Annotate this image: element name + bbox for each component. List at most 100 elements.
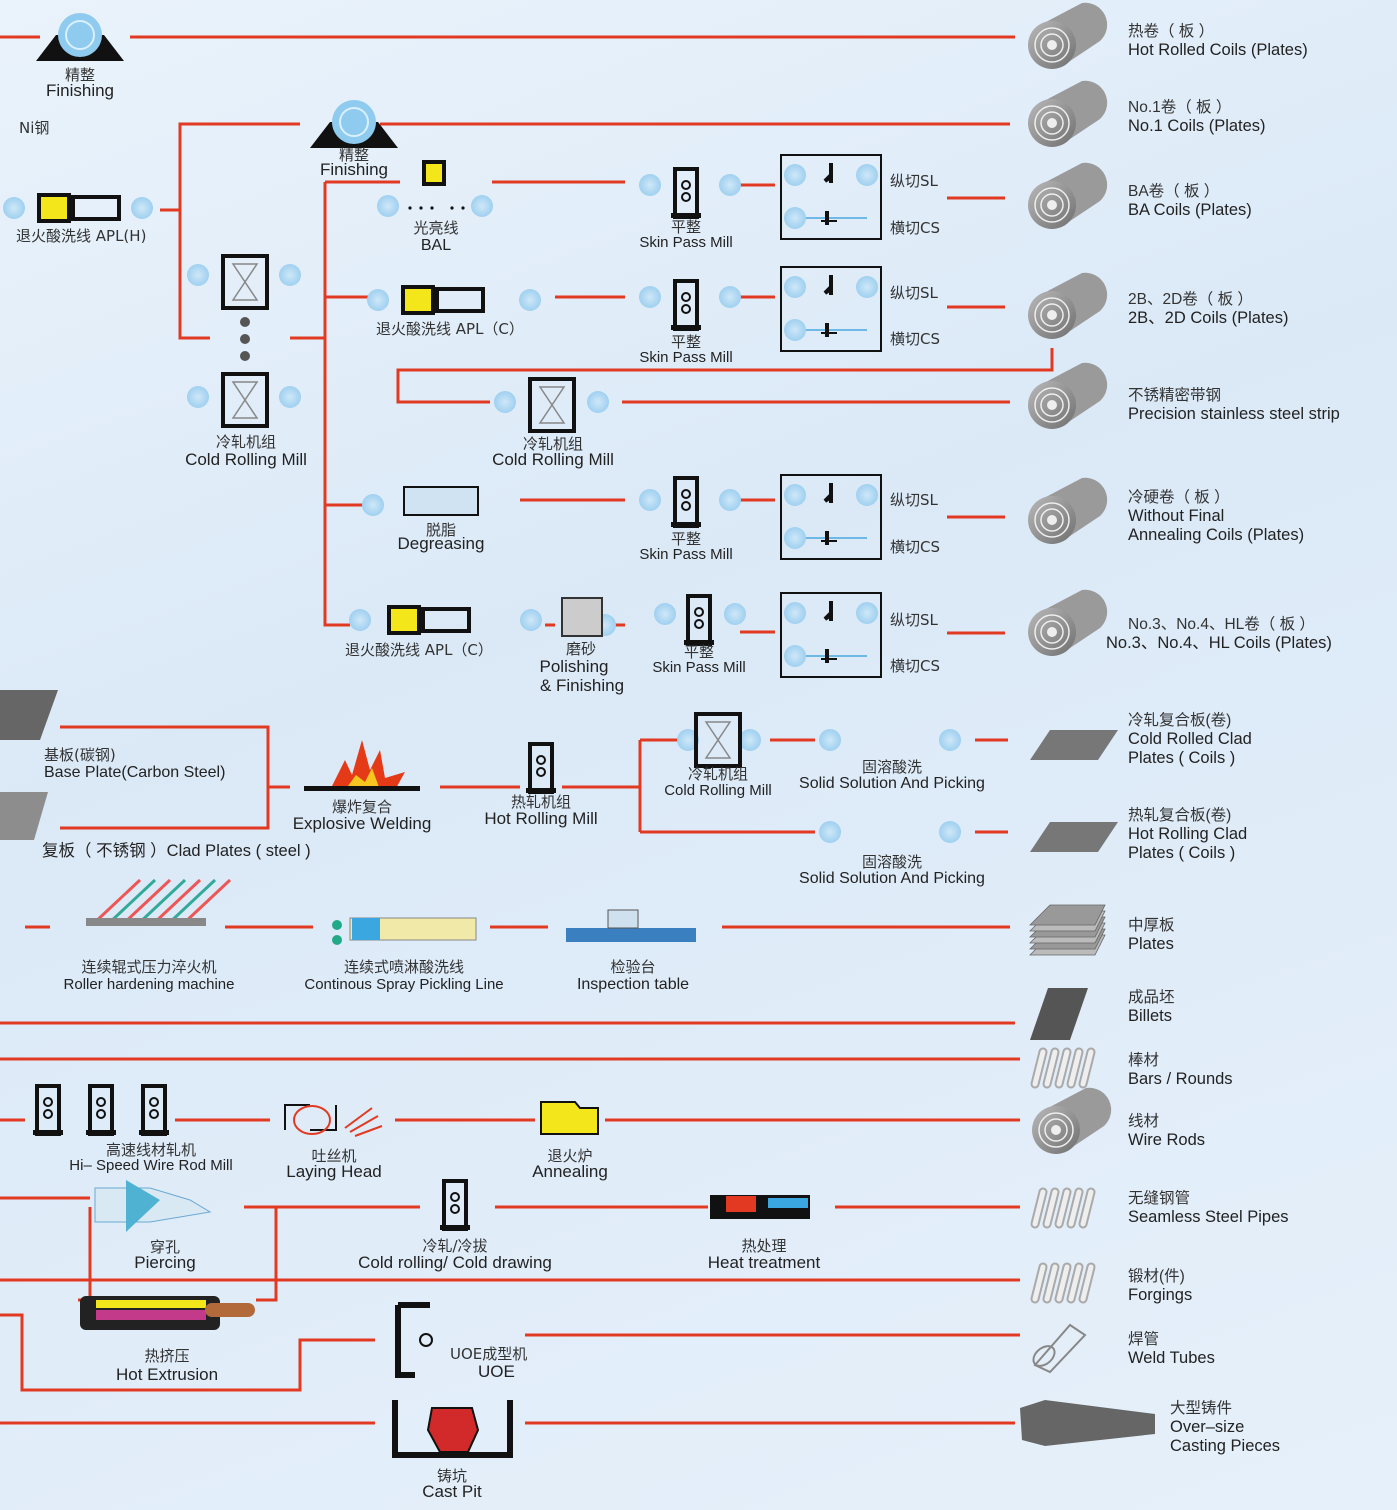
degrease-zh: 脱脂 — [425, 521, 457, 539]
product-en: Hot Rolling Clad — [1128, 825, 1248, 843]
product-zh: 热卷（ 板 ） — [1128, 23, 1215, 40]
ssp2-zh: 固溶酸洗 — [861, 853, 923, 871]
bubble-27 — [819, 729, 841, 751]
flow-line-2 — [160, 122, 1010, 340]
bubble-20 — [349, 609, 371, 631]
bubble-19 — [719, 489, 741, 511]
finishing-zh: 精整 — [338, 146, 370, 164]
roller-5 — [150, 878, 202, 927]
cast-pit-wall — [392, 1400, 513, 1458]
skinpass1-zh: 平整 — [670, 218, 702, 236]
product-zh: 大型铸件 — [1170, 1400, 1233, 1417]
product-en: No.3、No.4、HL Coils (Plates) — [1106, 634, 1332, 652]
product-en: Wire Rods — [1128, 1131, 1206, 1149]
explosive-zh: 爆炸复合 — [331, 798, 393, 816]
insp-en: Inspection table — [576, 976, 690, 993]
degreasing-tank — [403, 486, 479, 516]
cs-2: 横切CS — [890, 330, 940, 348]
polish-en1: Polishing — [539, 657, 609, 676]
extrusion-yellow — [96, 1300, 206, 1308]
crm2-en: Cold Rolling Mill — [492, 450, 614, 469]
hot-clad-plate — [1030, 822, 1118, 852]
explosion-icon — [330, 740, 405, 790]
hrm-en: Hot Rolling Mill — [484, 809, 598, 828]
skinpass2-en: Skin Pass Mill — [639, 349, 733, 366]
polish-en2: & Finishing — [539, 676, 625, 695]
bubble-13 — [362, 494, 384, 516]
extrusion-zh: 热挤压 — [144, 1347, 190, 1365]
uoe-roll — [419, 1333, 433, 1347]
bubble-1 — [3, 197, 25, 219]
coil-icon-4 — [1027, 272, 1108, 340]
annealing-furnace — [540, 1101, 599, 1135]
crm-dot-1 — [240, 317, 250, 327]
cold-drawing-stand — [438, 1179, 472, 1232]
bal-dot-4 — [450, 206, 454, 210]
finishing-top-en: Finishing — [45, 81, 115, 100]
product-en: Weld Tubes — [1128, 1349, 1215, 1367]
finishing-coil-2 — [332, 100, 376, 144]
hrm-zh: 热轧机组 — [510, 793, 572, 811]
base-plate-en: Base Plate(Carbon Steel) — [44, 764, 226, 781]
coil-icon-7 — [1027, 589, 1108, 657]
product-ba: BA卷（ 板 ）BA Coils (Plates) — [1128, 182, 1252, 220]
roller-zh: 连续辊式压力淬火机 — [81, 958, 217, 976]
plate-stack-6 — [1029, 904, 1106, 926]
bubble-18 — [639, 489, 661, 511]
skinpass4-zh: 平整 — [683, 643, 715, 661]
product-en2: Plates ( Coils ) — [1128, 844, 1236, 862]
spray-en: Continous Spray Pickling Line — [304, 976, 504, 993]
castpit-en: Cast Pit — [422, 1482, 482, 1501]
bubble-12 — [587, 391, 609, 413]
heat-en: Heat treatment — [707, 1253, 821, 1272]
finishing-coil-ring-1 — [65, 20, 95, 50]
bubble-30 — [939, 821, 961, 843]
bal-dot-2 — [419, 206, 423, 210]
bubble-3 — [187, 264, 209, 286]
bubble-16 — [639, 286, 661, 308]
cs-4: 横切CS — [890, 657, 940, 675]
product-zh: 不锈精密带钢 — [1128, 387, 1222, 404]
bubble-21 — [520, 609, 542, 631]
bal-dot-5 — [461, 206, 465, 210]
heat-zh: 热处理 — [741, 1237, 787, 1255]
apl-c1-label: 退火酸洗线 APL（C） — [376, 320, 524, 338]
bubble-11 — [494, 391, 516, 413]
product-en: Bars / Rounds — [1128, 1070, 1233, 1088]
piercing-zh: 穿孔 — [149, 1238, 181, 1256]
product-en: Precision stainless steel strip — [1128, 405, 1340, 423]
spray-roll-2 — [332, 935, 342, 945]
apl-c2-label: 退火酸洗线 APL（C） — [345, 641, 493, 659]
bubble-15 — [719, 174, 741, 196]
roller-4 — [135, 878, 187, 927]
bal-zh: 光亮线 — [413, 219, 459, 237]
bubble-23 — [654, 603, 676, 625]
product-hot-rolled: 热卷（ 板 ）Hot Rolled Coils (Plates) — [1128, 22, 1308, 60]
skinpass4-en: Skin Pass Mill — [652, 659, 746, 676]
cutter-box-4 — [781, 593, 881, 677]
bubble-10 — [519, 289, 541, 311]
product-zh: 棒材 — [1128, 1052, 1160, 1069]
product-en: Plates — [1128, 935, 1174, 953]
explosion-core — [345, 768, 380, 790]
roller-3 — [120, 878, 172, 927]
crm1-zh: 冷轧机组 — [215, 433, 277, 451]
product-zh: 2B、2D卷（ 板 ） — [1128, 291, 1253, 308]
wire-mill-stand-3 — [137, 1084, 171, 1137]
spray-zh: 连续式喷淋酸洗线 — [343, 958, 465, 976]
product-forgings: 锻材(件)Forgings — [1128, 1267, 1192, 1305]
roller-bed — [86, 918, 206, 926]
skin-pass-stand-4 — [682, 594, 716, 647]
product-zh: 冷轧复合板(卷) — [1128, 712, 1232, 729]
clad-crm-zh: 冷轧机组 — [687, 765, 749, 783]
bubble-28 — [939, 729, 961, 751]
cs-3: 横切CS — [890, 538, 940, 556]
spray-line-body — [349, 917, 477, 941]
product-no1: No.1卷（ 板 ）No.1 Coils (Plates) — [1128, 98, 1266, 136]
cold-draw-en: Cold rolling/ Cold drawing — [358, 1253, 552, 1272]
product-zh: 锻材(件) — [1128, 1268, 1185, 1285]
apl-unit-2 — [401, 285, 485, 315]
product-zh: BA卷（ 板 ） — [1128, 183, 1220, 200]
coil-icon-2 — [1027, 80, 1108, 148]
